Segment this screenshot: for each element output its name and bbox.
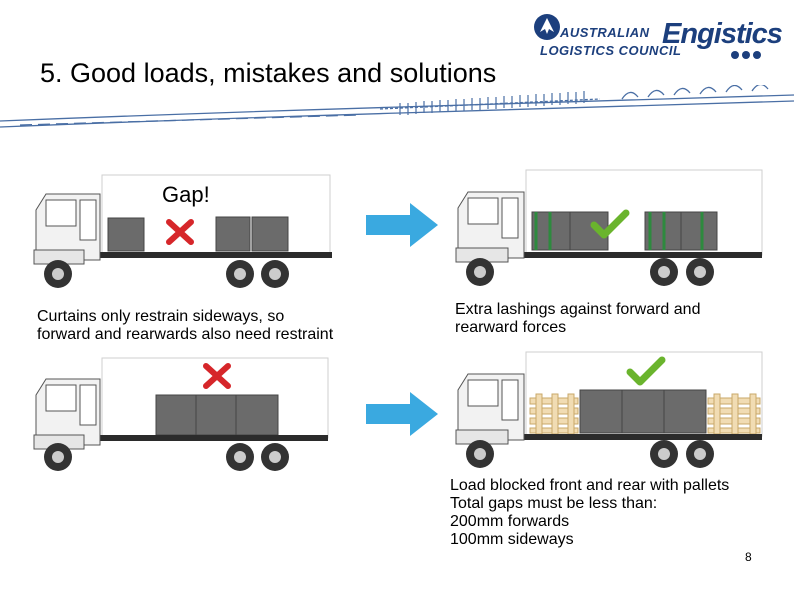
caption-curtains-line1: Curtains only restrain sideways, so (37, 308, 285, 325)
engistics-dots-icon (731, 51, 761, 59)
slide-title: 5. Good loads, mistakes and solutions (40, 58, 497, 88)
green-check-icon (590, 209, 630, 239)
alc-logo-line2: LOGISTICS COUNCIL (540, 43, 682, 58)
alc-logo (532, 12, 562, 42)
engistics-logo: Engistics (662, 18, 783, 50)
caption-pallets-line: Total gaps must be less than: (450, 495, 658, 512)
right-arrow-icon (366, 392, 438, 436)
caption-pallets-line: 100mm sideways (450, 531, 574, 548)
decorative-header-lines (0, 85, 794, 128)
truck-lashings-illustration (455, 169, 763, 286)
red-cross-icon (166, 219, 194, 245)
page-number: 8 (745, 550, 752, 564)
truck-wheels (44, 260, 289, 288)
truck-pallets-illustration (455, 351, 763, 468)
caption-curtains: Curtains only restrain sideways, so forw… (37, 308, 333, 344)
gap-label: Gap! (162, 182, 210, 207)
alc-emblem-icon (534, 14, 560, 40)
caption-curtains-line2: forward and rearwards also need restrain… (37, 326, 334, 343)
caption-pallets-line: Load blocked front and rear with pallets (450, 477, 730, 494)
truck-curtains-illustration (33, 357, 329, 471)
caption-pallets: Load blocked front and rear with pallets… (450, 477, 729, 549)
caption-lashings-line2: rearward forces (455, 319, 567, 336)
red-cross-icon (203, 363, 231, 389)
right-arrow-icon (366, 203, 438, 247)
truck-gap-illustration (33, 174, 332, 288)
caption-pallets-line: 200mm forwards (450, 513, 570, 530)
caption-lashings-line1: Extra lashings against forward and (455, 301, 701, 318)
green-check-icon (626, 356, 666, 386)
caption-lashings: Extra lashings against forward and rearw… (455, 301, 700, 337)
alc-logo-line1: AUSTRALIAN (560, 25, 650, 40)
